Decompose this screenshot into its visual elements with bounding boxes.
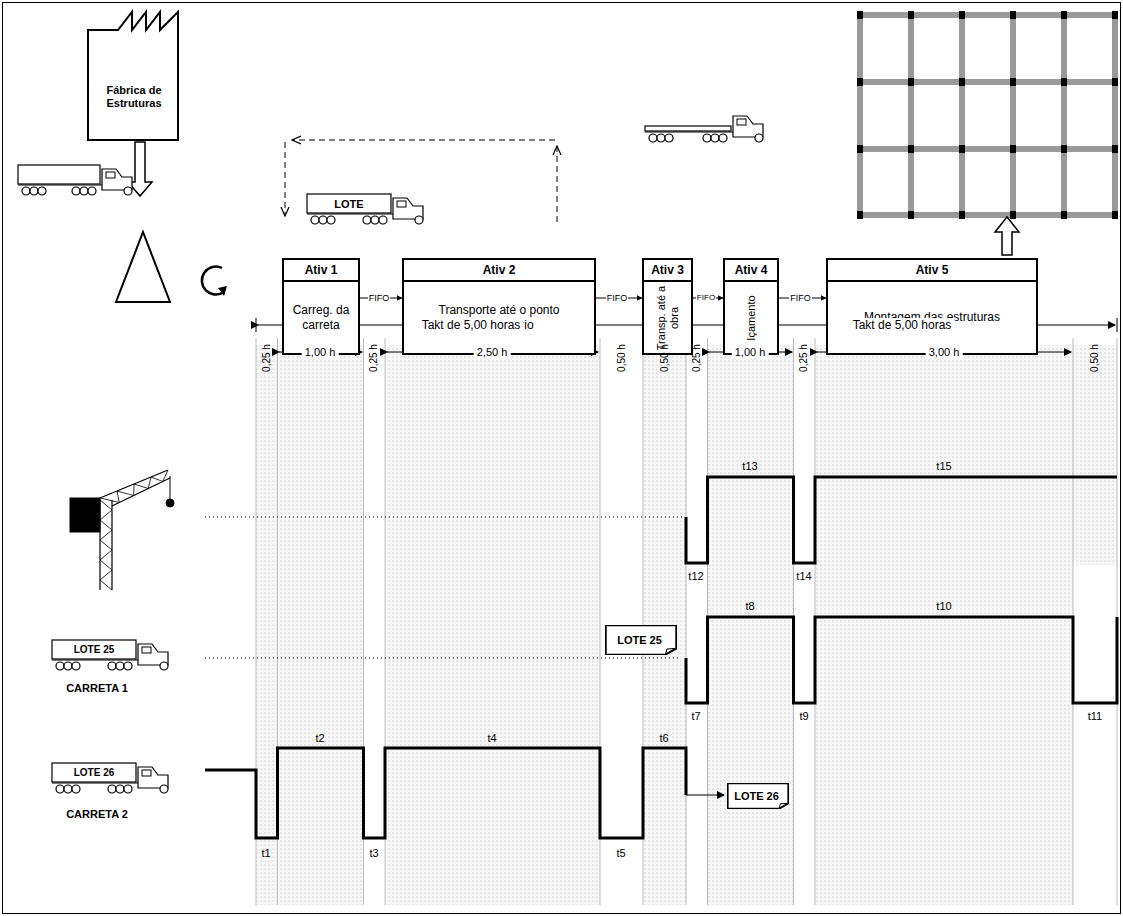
activity-label: Içamento: [745, 284, 758, 351]
trucks: [18, 116, 763, 793]
time-mark: t13: [742, 461, 757, 472]
activity-heading: Ativ 4: [725, 260, 777, 282]
duration-label: 1,00 h: [732, 346, 769, 359]
time-mark: t4: [487, 733, 496, 744]
activity-heading: Ativ 3: [644, 260, 691, 282]
leader-line: [686, 795, 724, 796]
duration-label: 0,25 h: [692, 344, 702, 372]
leader-line: [205, 517, 684, 658]
time-mark: t8: [745, 601, 754, 612]
time-mark: t7: [691, 711, 700, 722]
factory-label: Fábrica de Estruturas: [99, 84, 169, 110]
duration-label: 0,25 h: [262, 344, 272, 372]
duration-label: 1,00 h: [302, 346, 339, 359]
time-mark: t3: [369, 848, 378, 859]
time-mark: t2: [315, 733, 324, 744]
time-mark: t10: [936, 601, 951, 612]
activity-heading: Ativ 1: [284, 260, 358, 282]
lot-label: LOTE 26: [734, 790, 779, 802]
duration-label: 0,50 h: [660, 344, 670, 372]
time-mark: t1: [261, 848, 270, 859]
time-mark: t14: [796, 571, 811, 582]
takt-label: Takt de 5,00 horas: [850, 318, 955, 332]
up-arrow: [995, 217, 1019, 255]
structure-grid: [857, 11, 1118, 219]
activity-label: Transp. até a obra: [655, 284, 680, 351]
lot-callout: LOTE 25: [605, 625, 677, 655]
process-box: Ativ 4 Içamento: [723, 258, 779, 355]
time-mark: t11: [1088, 711, 1102, 722]
time-mark: t12: [688, 571, 703, 582]
duration-label: 0,25 h: [369, 344, 379, 372]
fifo-label: FIFO: [606, 294, 629, 303]
truck-label: CARRETA 2: [66, 809, 128, 820]
process-box: Ativ 2Transporte até o ponto intermediár…: [402, 258, 596, 355]
activity-heading: Ativ 5: [828, 260, 1036, 282]
duration-label: 0,25 h: [799, 344, 809, 372]
time-mark: t6: [659, 733, 668, 744]
cycle-arrow-head: [218, 286, 227, 296]
factory-outline: [88, 12, 178, 140]
duration-label: 0,50 h: [617, 344, 627, 372]
truck-label: CARRETA 1: [66, 683, 128, 694]
lot-label: LOTE 25: [617, 634, 662, 646]
process-box: Ativ 5Montagem das estruturas: [826, 258, 1038, 355]
fifo-label: FIFO: [789, 294, 812, 303]
duration-label: 3,00 h: [926, 346, 963, 359]
fifo-label: FIFO: [368, 294, 391, 303]
rotated-holder: Transp. até a obra: [644, 282, 691, 353]
process-box: Ativ 3Transp. até a obra: [642, 258, 693, 355]
activity-heading: Ativ 2: [404, 260, 594, 282]
duration-label: 0,50 h: [1090, 344, 1100, 372]
crane-icon: [70, 470, 174, 590]
rotated-holder: Içamento: [725, 282, 777, 353]
truck-label: LOTE 25: [74, 645, 115, 655]
fifo-label: FIFO: [696, 294, 716, 302]
activity-label: Carreg. da carreta: [284, 282, 358, 353]
inventory-triangle: [116, 232, 170, 302]
lot-callout: LOTE 26: [727, 783, 789, 809]
time-trace: [205, 477, 1117, 838]
truck-label: LOTE 26: [74, 768, 115, 778]
loop-path: [285, 140, 557, 222]
time-mark: t5: [616, 848, 625, 859]
factory-box: Fábrica de Estruturas: [88, 30, 180, 140]
duration-label: 2,50 h: [474, 346, 511, 359]
takt-label: Takt de 5,00 horas: [419, 318, 524, 332]
process-box: Ativ 1Carreg. da carreta: [282, 258, 360, 355]
time-mark: t15: [936, 461, 951, 472]
time-mark: t9: [799, 711, 808, 722]
truck-label: LOTE: [334, 198, 363, 209]
